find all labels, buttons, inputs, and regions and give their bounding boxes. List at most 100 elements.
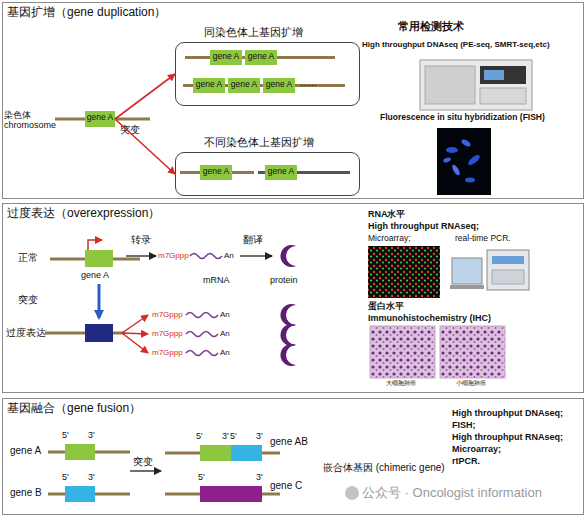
text-label: 嵌合体基因 (chimeric gene) xyxy=(323,462,445,474)
connector-arrow xyxy=(115,119,175,174)
text-label: Microarray; xyxy=(452,444,501,454)
ihc-image xyxy=(370,326,435,378)
text-label: 3' xyxy=(256,472,263,482)
text-label: 5' xyxy=(198,472,205,482)
text-label: 5' xyxy=(62,430,69,440)
gene-name: gene A xyxy=(193,80,225,90)
fish-chromosome xyxy=(446,147,458,153)
text-label: 3' xyxy=(88,430,95,440)
pcr-keyboard xyxy=(450,285,484,289)
pcr-machine xyxy=(487,250,529,290)
text-label: 5' xyxy=(62,472,69,482)
gene-box: gene A xyxy=(65,444,95,460)
text-label: An xyxy=(220,329,230,338)
text-label: Microarray; xyxy=(368,234,411,244)
text-label: m7Gppp xyxy=(158,251,189,260)
watermark: 公众号 · Oncologist information xyxy=(362,486,542,501)
gene-name: gene A xyxy=(228,80,260,90)
text-label: 突变 xyxy=(120,124,140,136)
pcr-display xyxy=(492,256,524,264)
gene-name: gene A xyxy=(265,167,297,177)
text-label: Fluorescence in situ hybridization (FISH… xyxy=(380,113,545,123)
connector-arrow xyxy=(115,74,175,119)
text-label: High throughput RNAseq; xyxy=(368,221,479,231)
mutation-arrow xyxy=(130,470,161,471)
text-label: ...... xyxy=(300,77,317,89)
text-label: 常用检测技术 xyxy=(398,20,464,33)
section-panel: 过度表达（overexpression）gene A xyxy=(2,203,584,393)
microarray-spots xyxy=(368,246,440,298)
gene-box: gene A xyxy=(200,165,232,180)
gene-name: gene A xyxy=(85,113,115,123)
text-label: 3' xyxy=(222,431,229,441)
ihc-image xyxy=(440,326,505,378)
text-label: rtPCR. xyxy=(452,456,480,466)
text-label: m7Gppp xyxy=(152,348,183,357)
gene-box: gene AB xyxy=(200,445,262,461)
rna-wave xyxy=(186,313,218,318)
text-label: High throuphput DNAseq; xyxy=(452,408,563,418)
text-label: 大细胞肺癌 xyxy=(386,380,416,387)
sequencer-panel xyxy=(480,66,526,84)
text-label: An xyxy=(220,348,230,357)
gene-box: gene A xyxy=(193,78,225,93)
sequencer-door xyxy=(425,66,475,104)
text-label: 过度表达 xyxy=(6,327,46,339)
fish-chromosome xyxy=(460,138,471,147)
text-label: 3' xyxy=(88,472,95,482)
gene-box: gene A xyxy=(263,78,295,93)
text-label: 5' xyxy=(230,431,237,441)
text-label: An xyxy=(220,310,230,319)
step-arrow xyxy=(240,255,272,256)
protein-shape xyxy=(280,344,296,366)
text-label: 突变 xyxy=(18,294,38,306)
gene-name: gene B xyxy=(10,487,42,499)
watermark-icon xyxy=(345,486,359,500)
gene-box: gene A xyxy=(210,50,242,65)
rna-wave xyxy=(186,332,218,337)
sequencer-body xyxy=(420,60,532,110)
text-label: 翻译 xyxy=(243,234,263,246)
pcr-block xyxy=(492,270,524,284)
group-box: 同染色体上基因扩增gene Agene Agene Agene Agene A xyxy=(175,42,360,106)
text-label: 突变 xyxy=(133,456,153,468)
branch-arrow xyxy=(122,333,148,334)
sequencer-screen xyxy=(484,70,504,80)
step-arrow xyxy=(126,255,156,256)
mutant-gene-box xyxy=(85,324,113,342)
microarray-spots xyxy=(368,246,440,298)
text-label: 蛋白水平 xyxy=(368,301,404,311)
text-label: High throughput DNAseq (PE-seq, SMRT-seq… xyxy=(362,40,550,49)
fish-image xyxy=(437,128,491,195)
gene-name: gene A xyxy=(245,52,277,62)
gene-box: gene C xyxy=(200,486,262,502)
gene-name: gene A xyxy=(10,445,41,457)
box-title: 基因融合（gene fusion） xyxy=(7,402,141,416)
branch-arrow xyxy=(122,315,148,333)
text-label: An xyxy=(224,251,234,260)
rna-wave xyxy=(190,254,222,259)
protein-shape xyxy=(280,324,296,346)
gene-name: gene AB xyxy=(270,436,308,448)
text-label: 小细胞肺癌 xyxy=(456,380,486,387)
text-label: RNA水平 xyxy=(368,209,406,219)
text-label: 正常 xyxy=(18,252,38,264)
gene-name: gene A xyxy=(263,80,295,90)
mutation-arrow xyxy=(98,284,101,318)
sequencer-drawer xyxy=(480,88,526,104)
gene-box: gene A xyxy=(245,50,277,65)
box-title: 同染色体上基因扩增 xyxy=(204,26,303,39)
promoter-arrow xyxy=(88,240,102,250)
text-label: High throuphput RNAseq; xyxy=(452,432,563,442)
text-label: 5' xyxy=(196,431,203,441)
gene-box: gene A xyxy=(265,165,297,180)
box-title: 过度表达（overexpression） xyxy=(7,207,160,221)
fish-chromosome xyxy=(467,153,482,167)
fish-chromosome xyxy=(443,157,452,163)
gene-box: gene A xyxy=(228,78,260,93)
text-label: 染色体 chromosome xyxy=(4,110,52,131)
text-label: 转录 xyxy=(131,234,151,246)
